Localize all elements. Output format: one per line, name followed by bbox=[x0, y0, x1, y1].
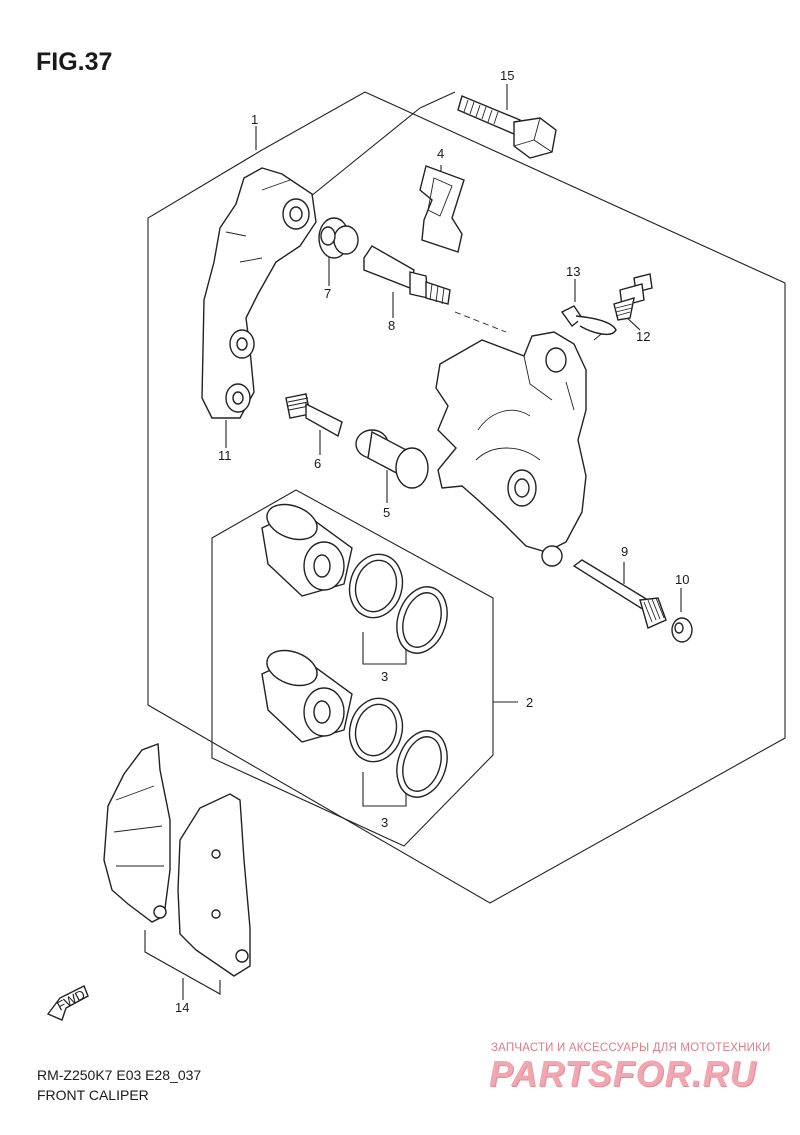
pad-spring bbox=[419, 165, 465, 253]
pad-pin-clip bbox=[560, 305, 617, 336]
diagram-name: FRONT CALIPER bbox=[37, 1087, 149, 1103]
pin-boot bbox=[318, 217, 359, 259]
pin-plug bbox=[671, 617, 693, 643]
callout-13: 13 bbox=[566, 264, 580, 279]
bleeder-valve bbox=[613, 273, 653, 321]
piston-lower bbox=[261, 649, 353, 743]
piston-upper bbox=[261, 503, 353, 597]
fwd-label: FWD bbox=[54, 987, 87, 1014]
callout-6: 6 bbox=[314, 456, 321, 471]
callout-2: 2 bbox=[526, 695, 533, 710]
seal-ring-upper-a bbox=[348, 553, 404, 619]
seal-ring-lower-a bbox=[348, 697, 404, 763]
callout-4: 4 bbox=[437, 146, 444, 161]
callout-7: 7 bbox=[324, 286, 331, 301]
callout-3-lower: 3 bbox=[381, 815, 388, 830]
callout-8: 8 bbox=[388, 318, 395, 333]
callout-12: 12 bbox=[636, 329, 650, 344]
seal-ring-upper-b bbox=[396, 586, 448, 654]
watermark-tagline: ЗАПЧАСТИ И АКСЕССУАРЫ ДЛЯ МОТОТЕХНИКИ bbox=[491, 1042, 771, 1054]
callout-10: 10 bbox=[675, 572, 689, 587]
seal-kit-outline bbox=[211, 489, 494, 847]
leader-lines bbox=[144, 84, 682, 1000]
seal-ring-lower-b bbox=[396, 730, 448, 798]
flange-bolt bbox=[457, 95, 557, 159]
dust-boot bbox=[355, 429, 429, 489]
callout-5: 5 bbox=[383, 505, 390, 520]
callout-3-upper: 3 bbox=[381, 669, 388, 684]
diagram-code: RM-Z250K7 E03 E28_037 bbox=[37, 1067, 202, 1083]
assembly-outline bbox=[147, 91, 786, 904]
slide-pin-short bbox=[285, 393, 343, 438]
callout-15: 15 bbox=[500, 68, 514, 83]
callout-1: 1 bbox=[251, 112, 258, 127]
brake-pad-outer bbox=[103, 743, 171, 923]
callout-labels: 1 2 3 3 4 5 6 7 8 9 10 11 12 13 14 15 bbox=[175, 68, 689, 1015]
figure-title: FIG.37 bbox=[36, 48, 113, 76]
callout-9: 9 bbox=[621, 544, 628, 559]
watermark-logo: PARTSFOR.RU bbox=[489, 1053, 757, 1094]
caliper-body bbox=[435, 331, 587, 567]
pad-pin bbox=[572, 559, 667, 629]
brake-pad-inner bbox=[177, 793, 251, 977]
slide-pin-long bbox=[363, 245, 451, 305]
callout-11: 11 bbox=[218, 448, 232, 463]
fwd-arrow-icon: FWD bbox=[46, 985, 89, 1021]
callout-14: 14 bbox=[175, 1000, 189, 1015]
caliper-bracket bbox=[201, 167, 317, 419]
